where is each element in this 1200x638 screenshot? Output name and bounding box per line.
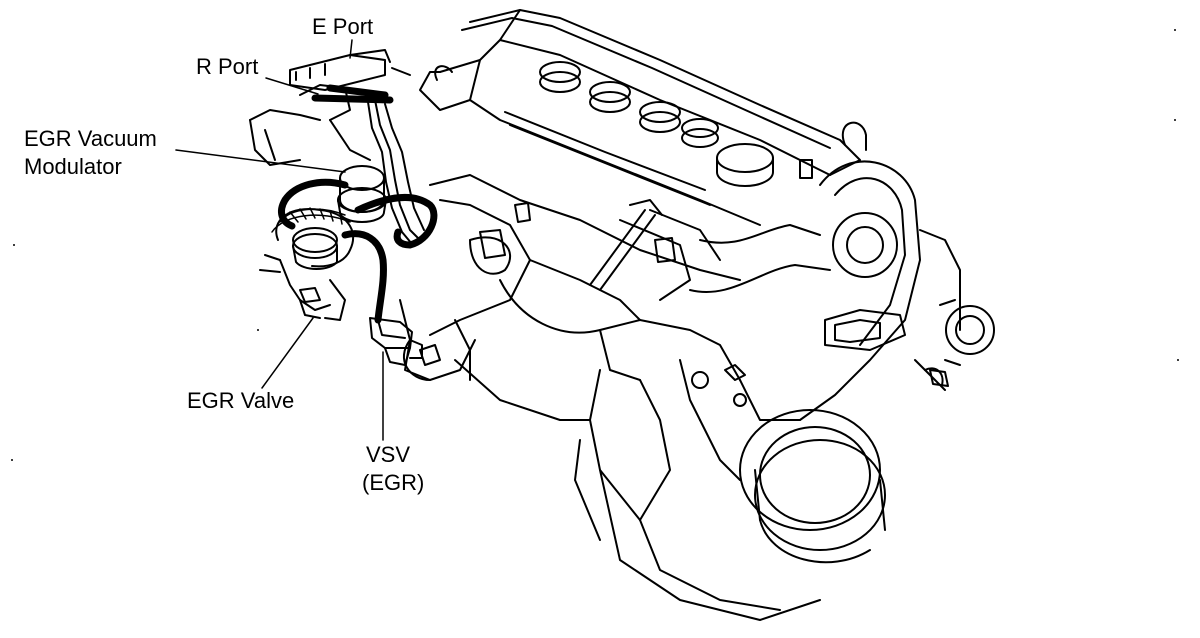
vsv-egr [369, 317, 423, 366]
oil-pan [454, 359, 821, 621]
label-vsv-line1: VSV [366, 442, 411, 467]
crank-pulley [739, 409, 886, 564]
engine-block [429, 174, 949, 521]
label-e-port: E Port [312, 14, 374, 39]
label-egr-vacuum-modulator-line1: EGR Vacuum [24, 126, 157, 151]
vacuum-hoses [278, 84, 438, 324]
egr-vacuum-modulator [337, 165, 387, 223]
cylinder-head-cover [419, 9, 867, 226]
label-egr-vacuum-modulator-line2: Modulator [24, 154, 122, 179]
egr-flange-hatch [271, 207, 351, 233]
timing-belt-cover [799, 160, 995, 421]
label-r-port: R Port [196, 54, 259, 79]
stray-dots [11, 29, 1179, 461]
leader-lines [175, 39, 384, 441]
label-vsv-line2: (EGR) [362, 470, 425, 495]
egr-valve [259, 208, 355, 321]
vacuum-tubes [367, 99, 425, 245]
label-egr-valve: EGR Valve [187, 388, 295, 413]
